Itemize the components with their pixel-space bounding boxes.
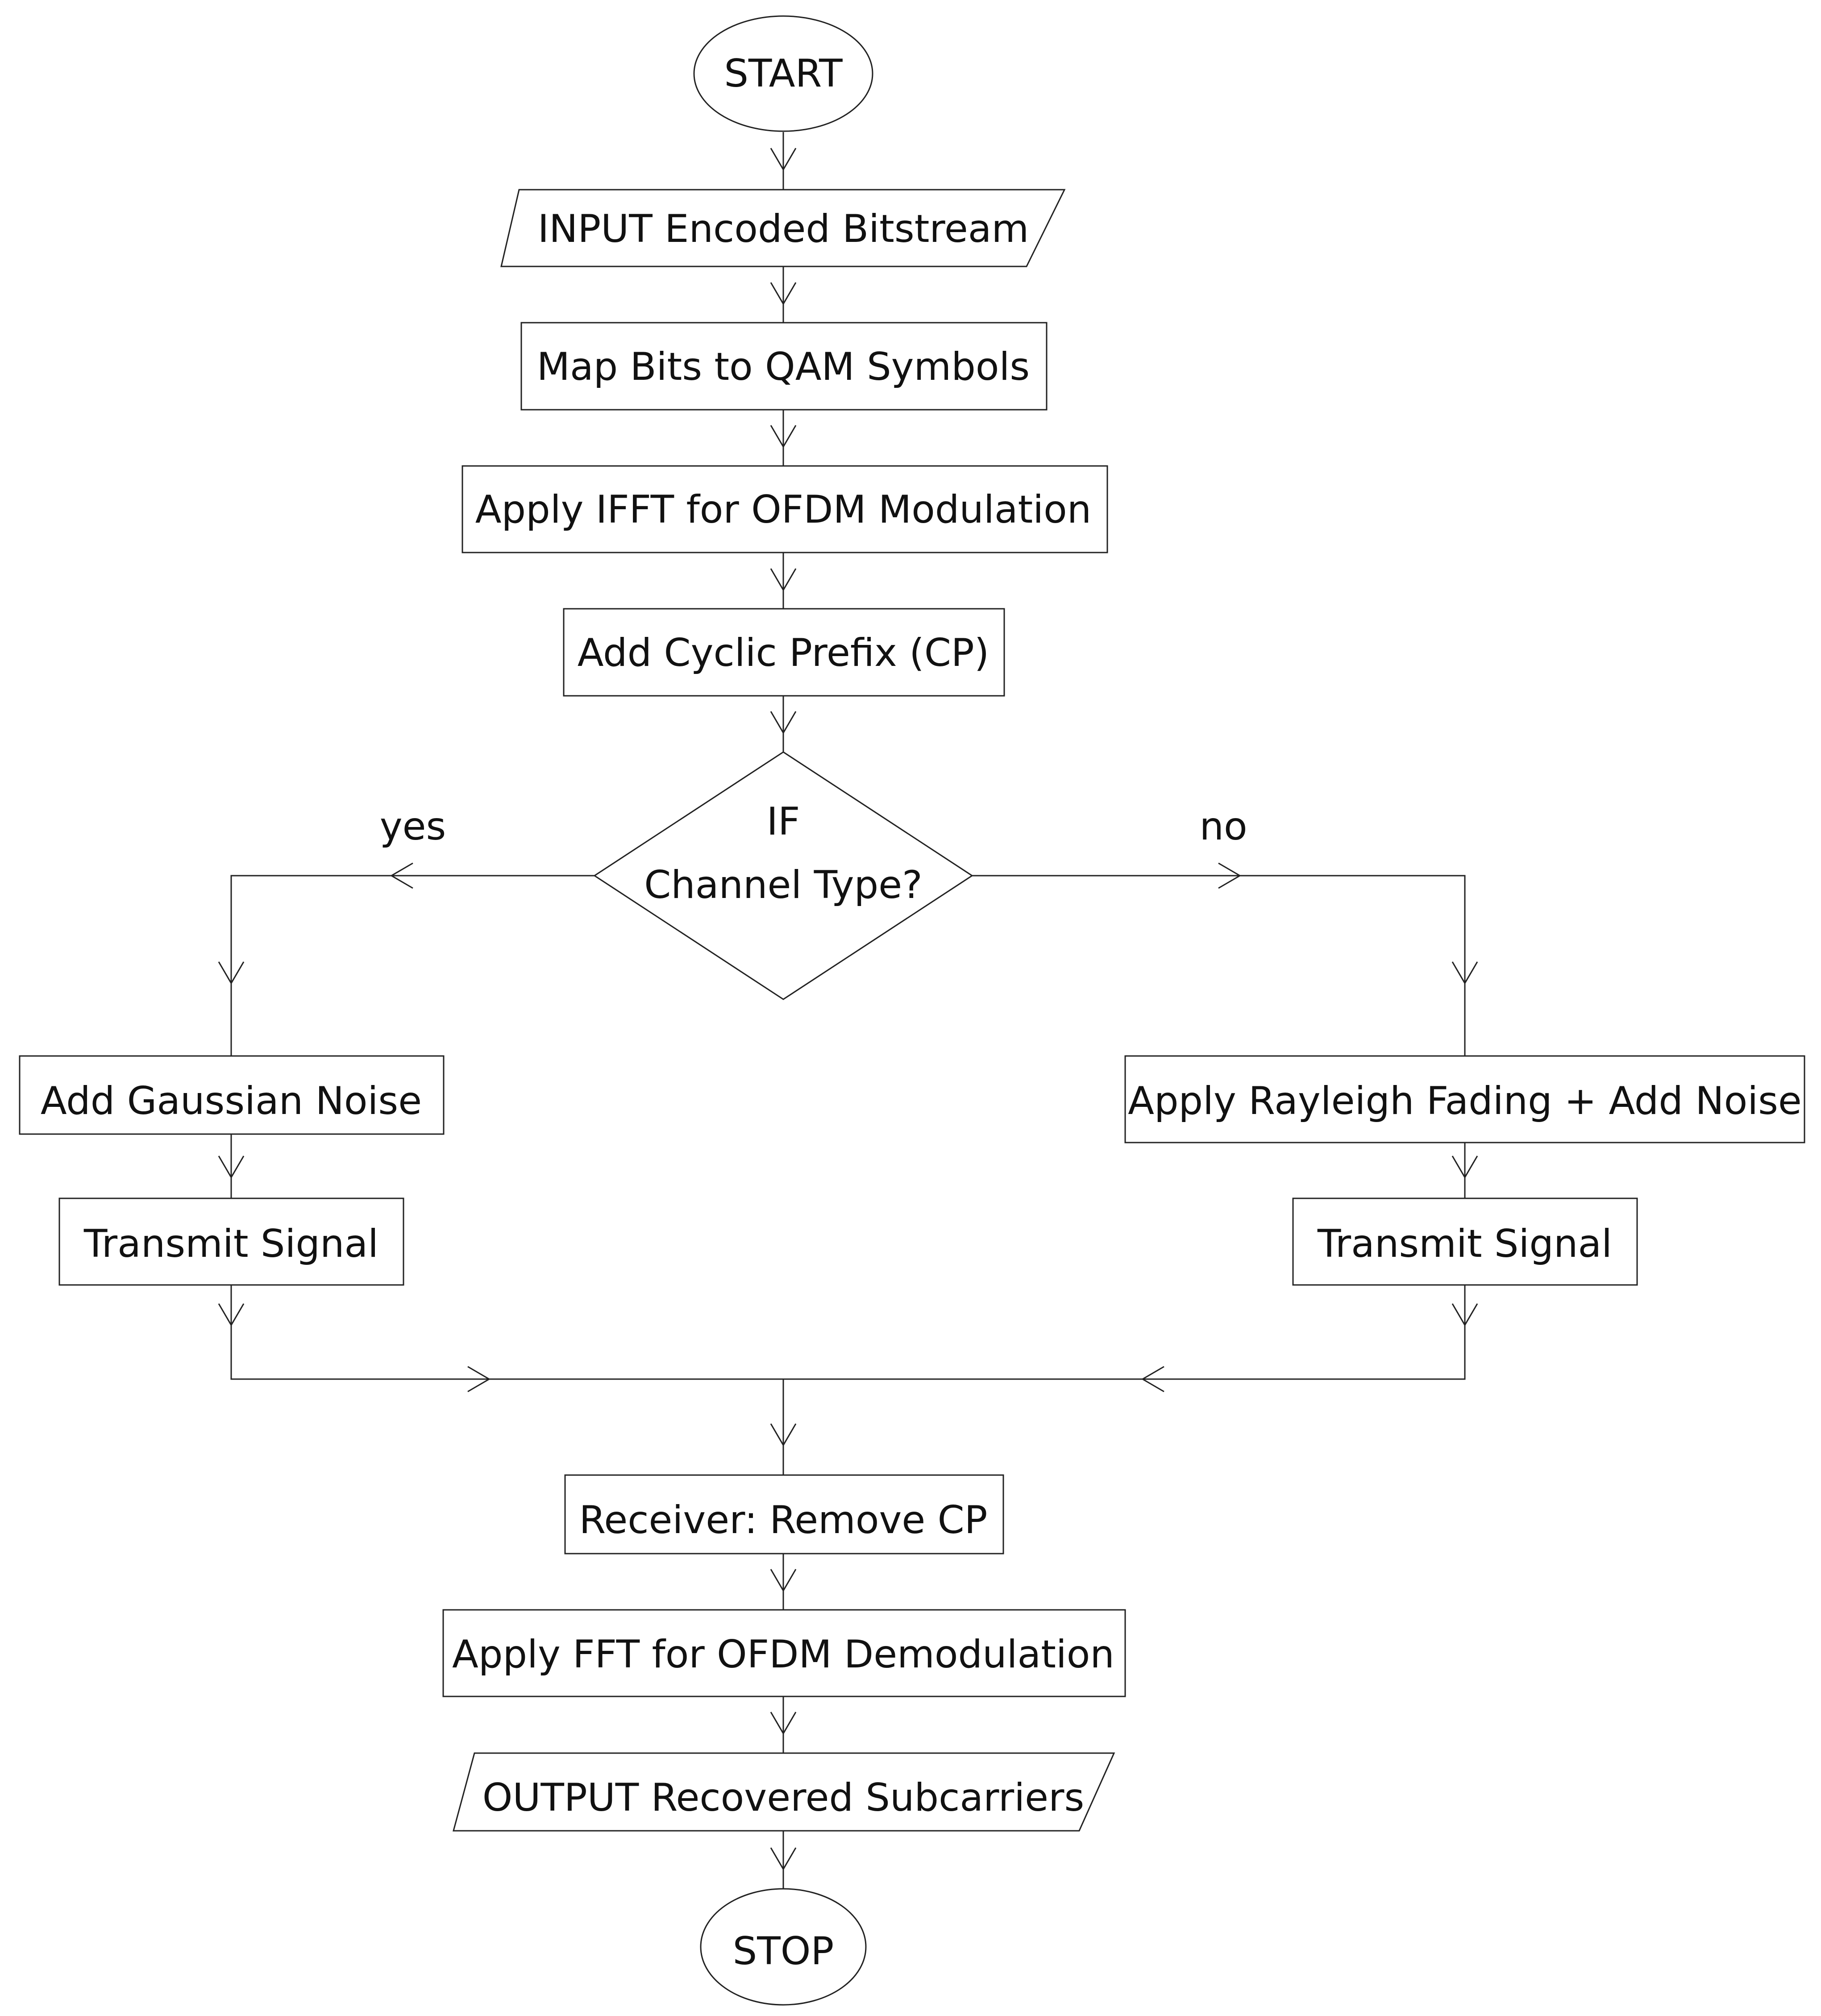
arrow-down [218,1156,245,1179]
ifft-process [461,465,1108,553]
decision-label-line2: Channel Type? [644,863,923,907]
arrow-left [1141,1366,1164,1392]
arrow-down [218,961,245,985]
txyes-label: Transmit Signal [83,1222,378,1266]
edge-label-yes: yes [380,804,446,849]
arrow-down [218,1303,245,1326]
arrow-down [770,711,797,734]
gauss-label: Add Gaussian Noise [41,1079,422,1123]
arrowheads [218,148,1478,1871]
start-terminal [693,15,873,132]
arrow-left [390,862,413,889]
cp-label: Add Cyclic Prefix (CP) [578,631,989,675]
node-start: START [693,15,873,132]
node-ifft: Apply IFFT for OFDM Modulation [461,465,1108,553]
edge-label-no: no [1199,804,1247,849]
fft-label: Apply FFT for OFDM Demodulation [452,1632,1114,1677]
arrow-down [770,568,797,591]
node-rayleigh: Apply Rayleigh Fading + Add Noise [1124,1055,1805,1143]
rayleigh-label: Apply Rayleigh Fading + Add Noise [1128,1079,1802,1123]
stop-label: STOP [733,1929,834,1974]
arrow-down [770,1712,797,1735]
decision-label-line1: IF [767,799,800,844]
decision-diamond [593,751,973,1000]
input-parallelogram [500,189,1066,267]
cp-process [563,608,1005,697]
map-label: Map Bits to QAM Symbols [537,345,1030,389]
start-label: START [724,51,843,96]
rayleigh-process [1124,1055,1805,1143]
node-stop: STOP [700,1888,867,2006]
arrow-down [770,1569,797,1592]
rxcp-label: Receiver: Remove CP [579,1498,987,1542]
arrow-down [770,148,797,171]
arrow-down [770,282,797,305]
gauss-process [19,1055,445,1135]
rxcp-process [564,1474,1004,1555]
edge-decision-yes [230,875,595,1056]
output-label: OUTPUT Recovered Subcarriers [482,1775,1085,1820]
node-output: OUTPUT Recovered Subcarriers [453,1752,1115,1832]
node-txyes: Transmit Signal [58,1197,404,1286]
input-label: INPUT Encoded Bitstream [538,207,1029,251]
arrow-right [1218,862,1241,889]
node-txno: Transmit Signal [1292,1197,1638,1286]
node-fft: Apply FFT for OFDM Demodulation [442,1609,1126,1697]
arrow-down [770,1847,797,1871]
arrow-down [770,1423,797,1447]
edge-decision-no [972,875,1466,1056]
node-gauss: Add Gaussian Noise [19,1055,445,1135]
arrow-down [1451,961,1478,985]
node-rxcp: Receiver: Remove CP [564,1474,1004,1555]
stop-terminal [700,1888,867,2006]
connectors [230,132,1466,1889]
txno-label: Transmit Signal [1317,1222,1612,1266]
arrow-right [467,1366,491,1392]
ifft-label: Apply IFFT for OFDM Modulation [475,487,1092,532]
node-map: Map Bits to QAM Symbols [520,322,1048,411]
edge-txyes-merge [230,1285,1466,1380]
node-cp: Add Cyclic Prefix (CP) [563,608,1005,697]
fft-process [442,1609,1126,1697]
arrow-down [1451,1303,1478,1326]
node-decision: IF Channel Type? [593,751,973,1000]
output-parallelogram [453,1752,1115,1832]
txyes-process [58,1197,404,1286]
map-process [520,322,1048,411]
arrow-down [1451,1156,1478,1179]
txno-process [1292,1197,1638,1286]
arrow-down [770,425,797,448]
node-input: INPUT Encoded Bitstream [500,189,1066,267]
